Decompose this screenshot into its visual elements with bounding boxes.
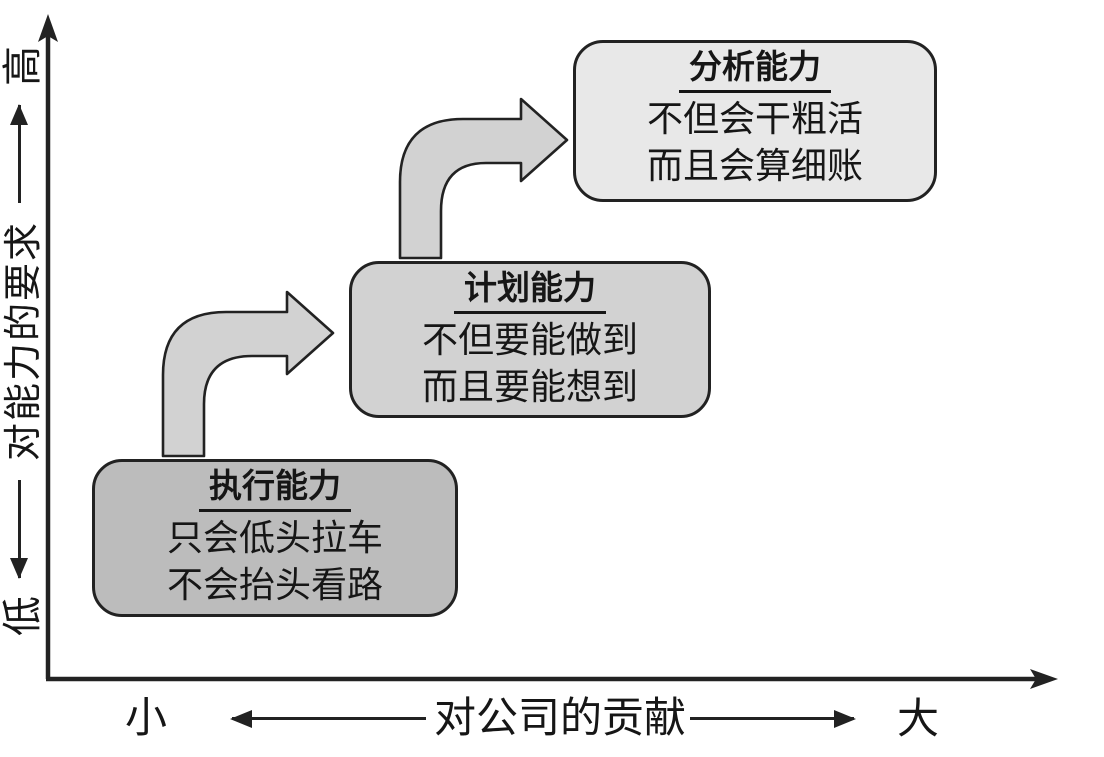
x-axis-high-arrow-icon xyxy=(690,717,854,720)
x-axis-high-label: 大 xyxy=(897,697,940,743)
box-execution-line2: 不会抬头看路 xyxy=(166,564,383,605)
box-analysis-capability: 分析能力 不但会干粗活 而且会算细账 xyxy=(573,40,937,202)
y-axis-label: 低 对能力的要求 高 xyxy=(0,46,45,636)
box-planning-line1: 不但要能做到 xyxy=(421,319,638,360)
y-axis-arrowhead-icon xyxy=(38,14,58,42)
step-arrow-exec-to-plan-icon xyxy=(161,290,335,458)
x-axis-arrowhead-icon xyxy=(1030,669,1058,689)
box-analysis-title: 分析能力 xyxy=(679,50,831,93)
y-axis-title: 对能力的要求 xyxy=(2,221,45,462)
box-planning-title: 计划能力 xyxy=(454,271,606,314)
box-execution-capability: 执行能力 只会低头拉车 不会抬头看路 xyxy=(92,459,458,617)
box-planning-line2: 而且要能想到 xyxy=(421,366,638,407)
y-axis-low-arrow-icon xyxy=(17,479,21,578)
box-planning-capability: 计划能力 不但要能做到 而且要能想到 xyxy=(349,261,711,418)
box-analysis-line2: 而且会算细账 xyxy=(646,145,863,186)
x-axis-low-label: 小 xyxy=(125,696,168,742)
y-axis-low-label: 低 xyxy=(0,596,45,636)
y-axis-high-arrow-icon xyxy=(17,104,21,203)
box-execution-line1: 只会低头拉车 xyxy=(166,517,383,558)
box-analysis-line1: 不但会干粗活 xyxy=(646,98,863,139)
step-arrow-plan-to-analysis-icon xyxy=(398,97,569,260)
x-axis-low-arrow-icon xyxy=(232,717,426,720)
box-execution-title: 执行能力 xyxy=(199,469,351,512)
x-axis-title: 对公司的贡献 xyxy=(434,696,687,742)
y-axis-high-label: 高 xyxy=(0,46,45,87)
